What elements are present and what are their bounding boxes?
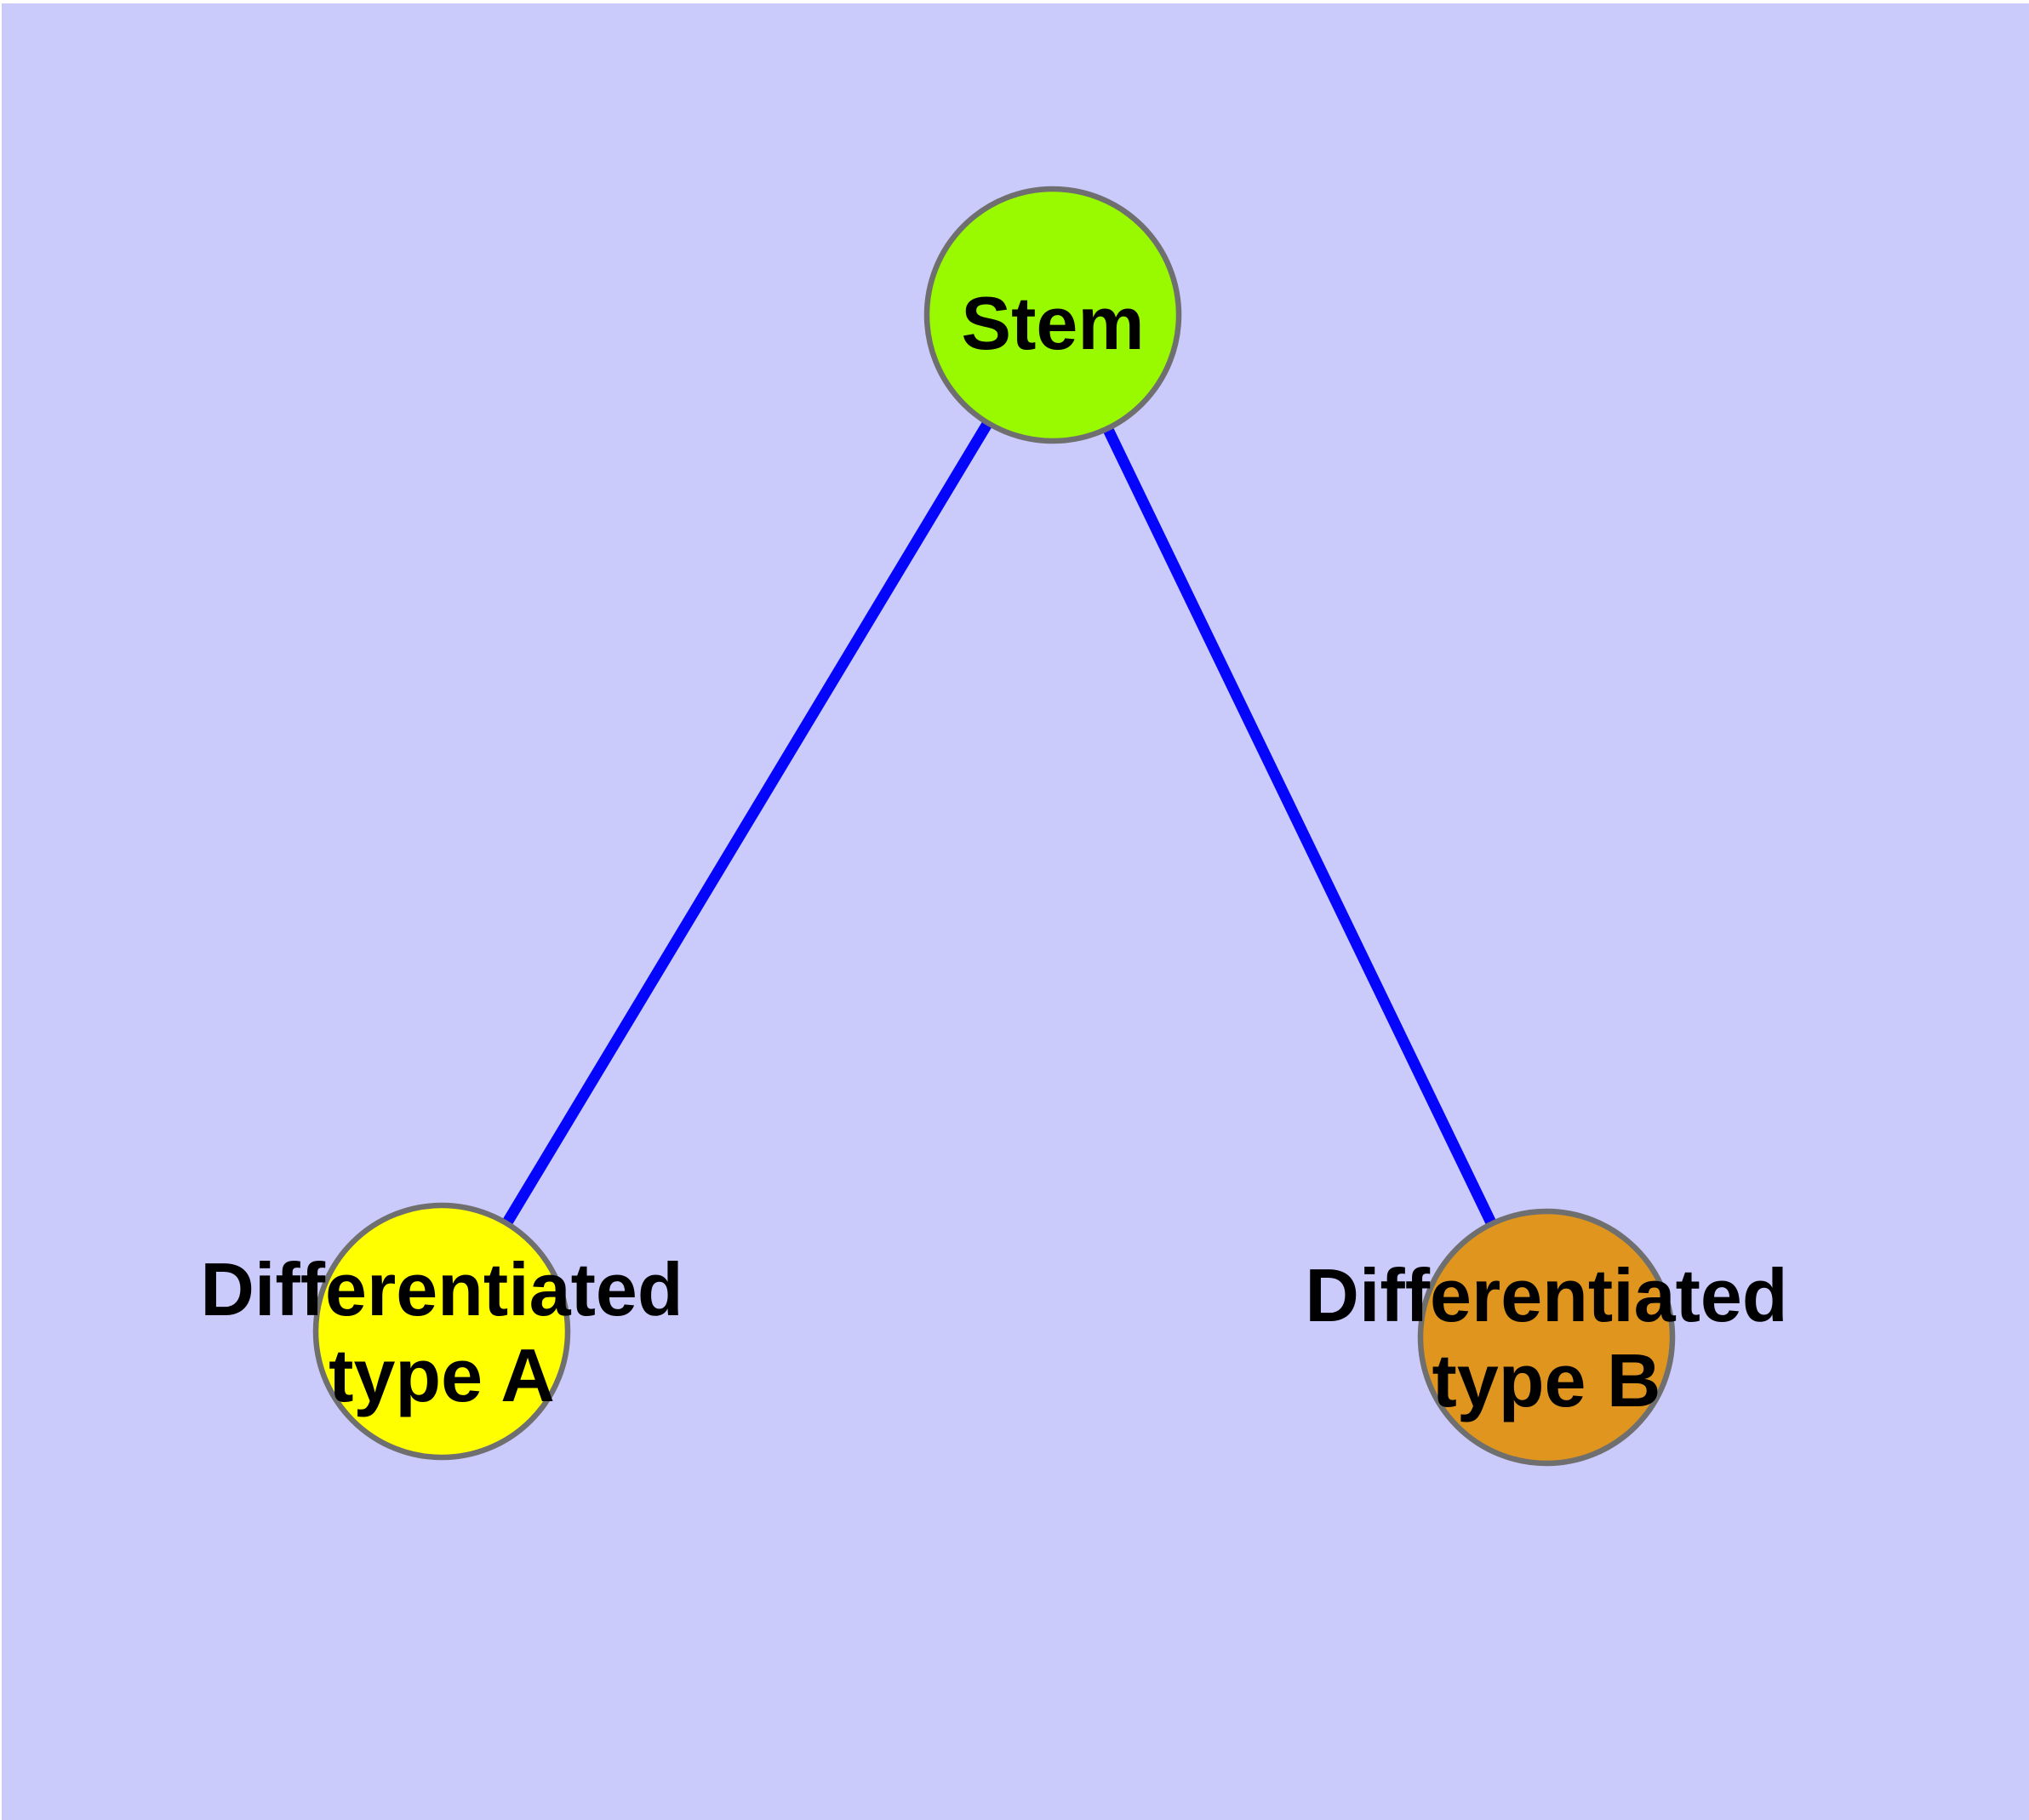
node-differentiated-type-a[interactable] (312, 1202, 571, 1461)
edge-stem-to-type-a (437, 312, 1058, 1335)
node-type-b-label-line1: Differentiated (1305, 1253, 1787, 1337)
node-type-b-label-line2: type B (1432, 1338, 1661, 1422)
node-stem-label: Stem (961, 281, 1144, 365)
node-stem[interactable] (923, 186, 1182, 444)
edge-stem-to-type-b (1048, 312, 1552, 1340)
node-type-a-label-line2: type A (329, 1333, 555, 1417)
node-type-a-label-line1: Differentiated (200, 1247, 683, 1331)
node-differentiated-type-b[interactable] (1417, 1208, 1676, 1467)
